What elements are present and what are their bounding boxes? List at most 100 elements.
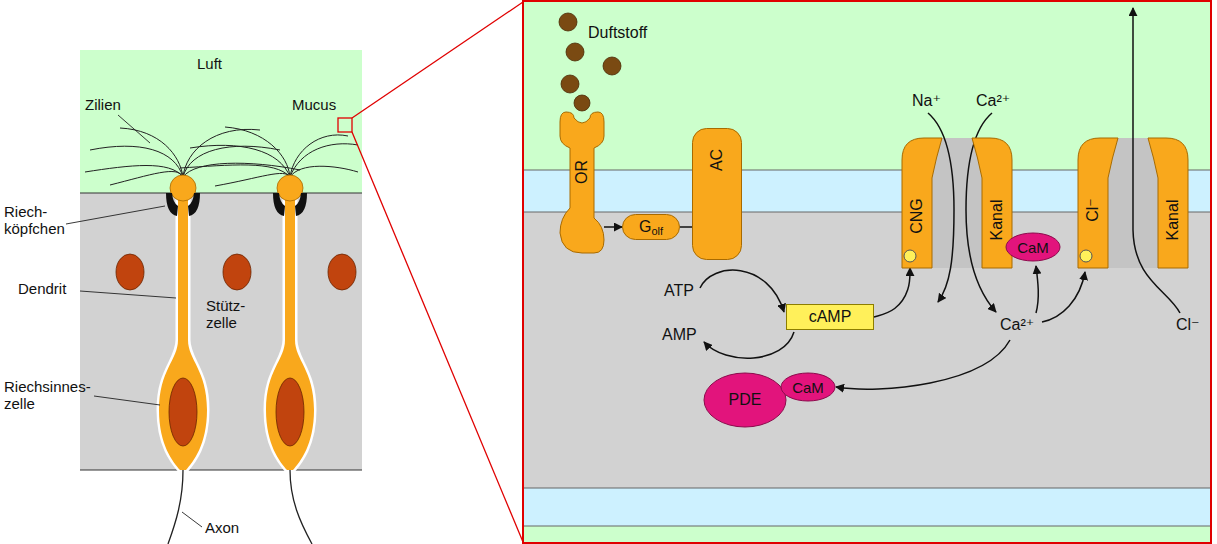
odorant-molecule (574, 95, 590, 111)
cilium (290, 144, 358, 177)
cilium (90, 146, 183, 177)
connector-arrow (604, 226, 622, 228)
molecule-label: ATP (664, 282, 694, 300)
membrane-line (523, 526, 1211, 527)
odorant-molecule (603, 57, 621, 75)
node-text: Kanal (989, 200, 1005, 241)
binding-site (1080, 250, 1092, 262)
leader-line (118, 115, 150, 143)
calcium-arrow (1036, 266, 1038, 313)
epithelium-base (80, 469, 362, 470)
part-label: Axon (205, 519, 239, 536)
epithelium-surface (80, 192, 362, 193)
neuron-nucleus (169, 378, 197, 446)
enzyme-ellipse: PDE (703, 372, 787, 428)
connector-arrow (680, 226, 692, 228)
odorant-molecule (561, 75, 579, 93)
part-label: Dendrit (18, 280, 66, 297)
zoom-frame (338, 118, 352, 132)
node-text: Kanal (1165, 200, 1181, 241)
cilium (190, 145, 290, 177)
axon-line (290, 470, 312, 544)
leader-line (182, 512, 202, 527)
part-label: Zilien (85, 96, 121, 113)
node-text: OR (574, 160, 590, 184)
node-content: CaM (780, 372, 836, 402)
cilium (290, 166, 358, 177)
receptor-shape (560, 112, 604, 253)
protein-ellipse (704, 373, 786, 427)
tight-junction (295, 193, 307, 216)
support-cell-nucleus (223, 254, 251, 290)
epithelium-region (80, 193, 362, 470)
node-text: AC (709, 149, 725, 171)
ion-label: Ca²⁺ (1000, 316, 1034, 334)
leader-line (80, 291, 176, 298)
ion-label: Na⁺ (912, 92, 941, 110)
node-content: PDE (703, 372, 787, 428)
node-text: CaM (1017, 240, 1049, 255)
support-cell-nucleus (116, 254, 144, 290)
protein-shape (623, 215, 680, 240)
odorant-molecule (559, 13, 577, 31)
support-cell-nucleus (328, 254, 356, 290)
node-text: cAMP (809, 309, 852, 325)
region-label: Luft (197, 55, 222, 72)
air-mucus-region (80, 50, 362, 193)
channel-subunit (902, 138, 942, 268)
node-text: Cl⁻ (1085, 198, 1101, 222)
membrane-line (523, 488, 1211, 489)
ion-channel: CNG Kanal (902, 138, 1012, 268)
binding-site (904, 250, 916, 262)
olfactory-knob (277, 175, 303, 201)
g-protein: Golf (622, 214, 680, 240)
cilium (225, 127, 290, 177)
node-text: CaM (792, 380, 824, 395)
enzyme-protein: AC (692, 128, 742, 260)
reaction-arrows (700, 8, 1180, 389)
cilium (183, 129, 260, 177)
messenger-rect (787, 305, 874, 330)
calcium-arrow (836, 340, 1010, 389)
zoom-line (352, 2, 523, 118)
zoom-line (352, 132, 523, 542)
ion-label: Cl⁻ (1176, 316, 1200, 334)
tight-junction (188, 193, 200, 216)
node-content: CaM (1005, 232, 1061, 262)
part-label: Riech- köpfchen (4, 203, 65, 238)
tight-junction (166, 193, 178, 216)
cell-membrane (523, 488, 1211, 526)
axon-line (168, 470, 183, 544)
reaction-arrow (704, 332, 794, 358)
channel-subunit (1148, 138, 1188, 268)
node-content: Golf (622, 214, 680, 240)
ion-channel: Cl⁻ Kanal (1078, 138, 1188, 268)
channel-pore (932, 138, 982, 268)
node-text: CNG (909, 198, 925, 234)
cilium (120, 128, 183, 177)
messenger-box: cAMP (786, 304, 874, 330)
odorant-molecule (566, 43, 584, 61)
tight-junction (273, 193, 285, 216)
connector-arrow (874, 268, 910, 317)
part-label: Riechsinnes- zelle (4, 378, 91, 413)
ion-label: Ca²⁺ (976, 92, 1010, 110)
olfactory-neuron (159, 200, 207, 470)
molecule-label: AMP (662, 326, 697, 344)
part-label: Stütz- zelle (206, 297, 245, 332)
leader-line (66, 206, 165, 224)
node-outline (692, 128, 742, 260)
protein-ellipse (1006, 233, 1060, 261)
protein-shape (693, 129, 742, 260)
region-label: Mucus (292, 96, 336, 113)
extracellular-region (523, 526, 1211, 543)
detail-frame (523, 1, 1211, 543)
calmodulin-ellipse: CaM (780, 372, 836, 402)
leader-lines (66, 115, 202, 527)
node-text: PDE (729, 392, 762, 408)
receptor-protein: OR (560, 108, 604, 253)
cilium (290, 135, 348, 177)
